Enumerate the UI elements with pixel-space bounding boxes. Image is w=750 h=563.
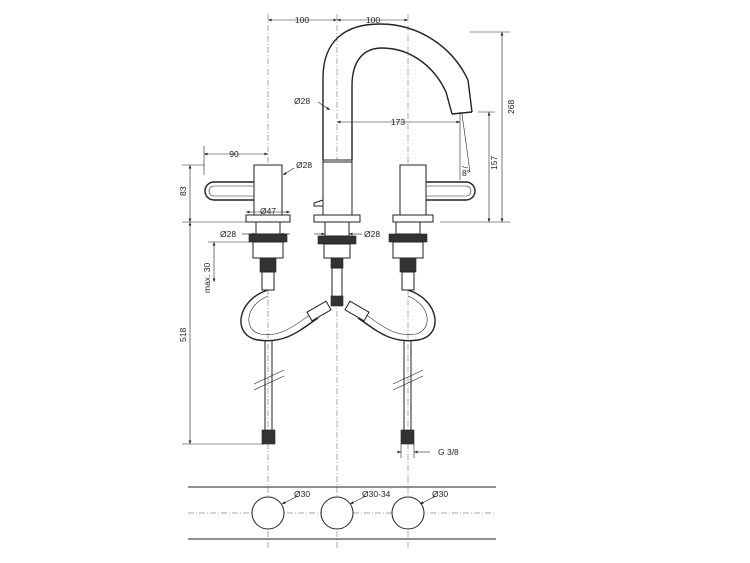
hole-right-label: Ø30	[432, 489, 448, 499]
dim-top-right: 100	[366, 15, 380, 25]
right-handle	[392, 164, 476, 223]
dimension-labels: 100 100 Ø28 173 8° 268 157 90 Ø28 83 Ø47…	[178, 15, 516, 457]
dim-connection: G 3/8	[438, 447, 459, 457]
dim-spout-angle: 8°	[462, 168, 470, 178]
dim-max-thickness: max. 30	[202, 262, 212, 293]
dim-base-diameter: Ø47	[260, 206, 276, 216]
hole-right	[391, 496, 425, 530]
dim-hose-length: 518	[178, 328, 188, 342]
dim-top-left: 100	[295, 15, 309, 25]
valve-bodies	[248, 221, 428, 301]
dim-spout-diameter: Ø28	[294, 96, 310, 106]
hole-center	[320, 496, 354, 530]
dim-spout-reach: 173	[391, 117, 405, 127]
dim-handle-length: 90	[229, 149, 239, 159]
hole-left	[251, 496, 285, 530]
dim-total-height: 268	[506, 100, 516, 114]
dim-handle-diameter: Ø28	[296, 160, 312, 170]
dim-left-body-diameter: Ø28	[220, 229, 236, 239]
hole-center-label: Ø30-34	[362, 489, 391, 499]
dimension-lines	[182, 18, 510, 458]
connection-hoses	[240, 289, 436, 445]
left-handle	[204, 164, 291, 223]
dim-handle-height: 83	[178, 186, 188, 196]
dim-spout-height: 157	[489, 156, 499, 170]
dim-center-body-diameter: Ø28	[364, 229, 380, 239]
hole-left-label: Ø30	[294, 489, 310, 499]
hole-layout-plan: Ø30 Ø30-34 Ø30	[188, 486, 496, 540]
